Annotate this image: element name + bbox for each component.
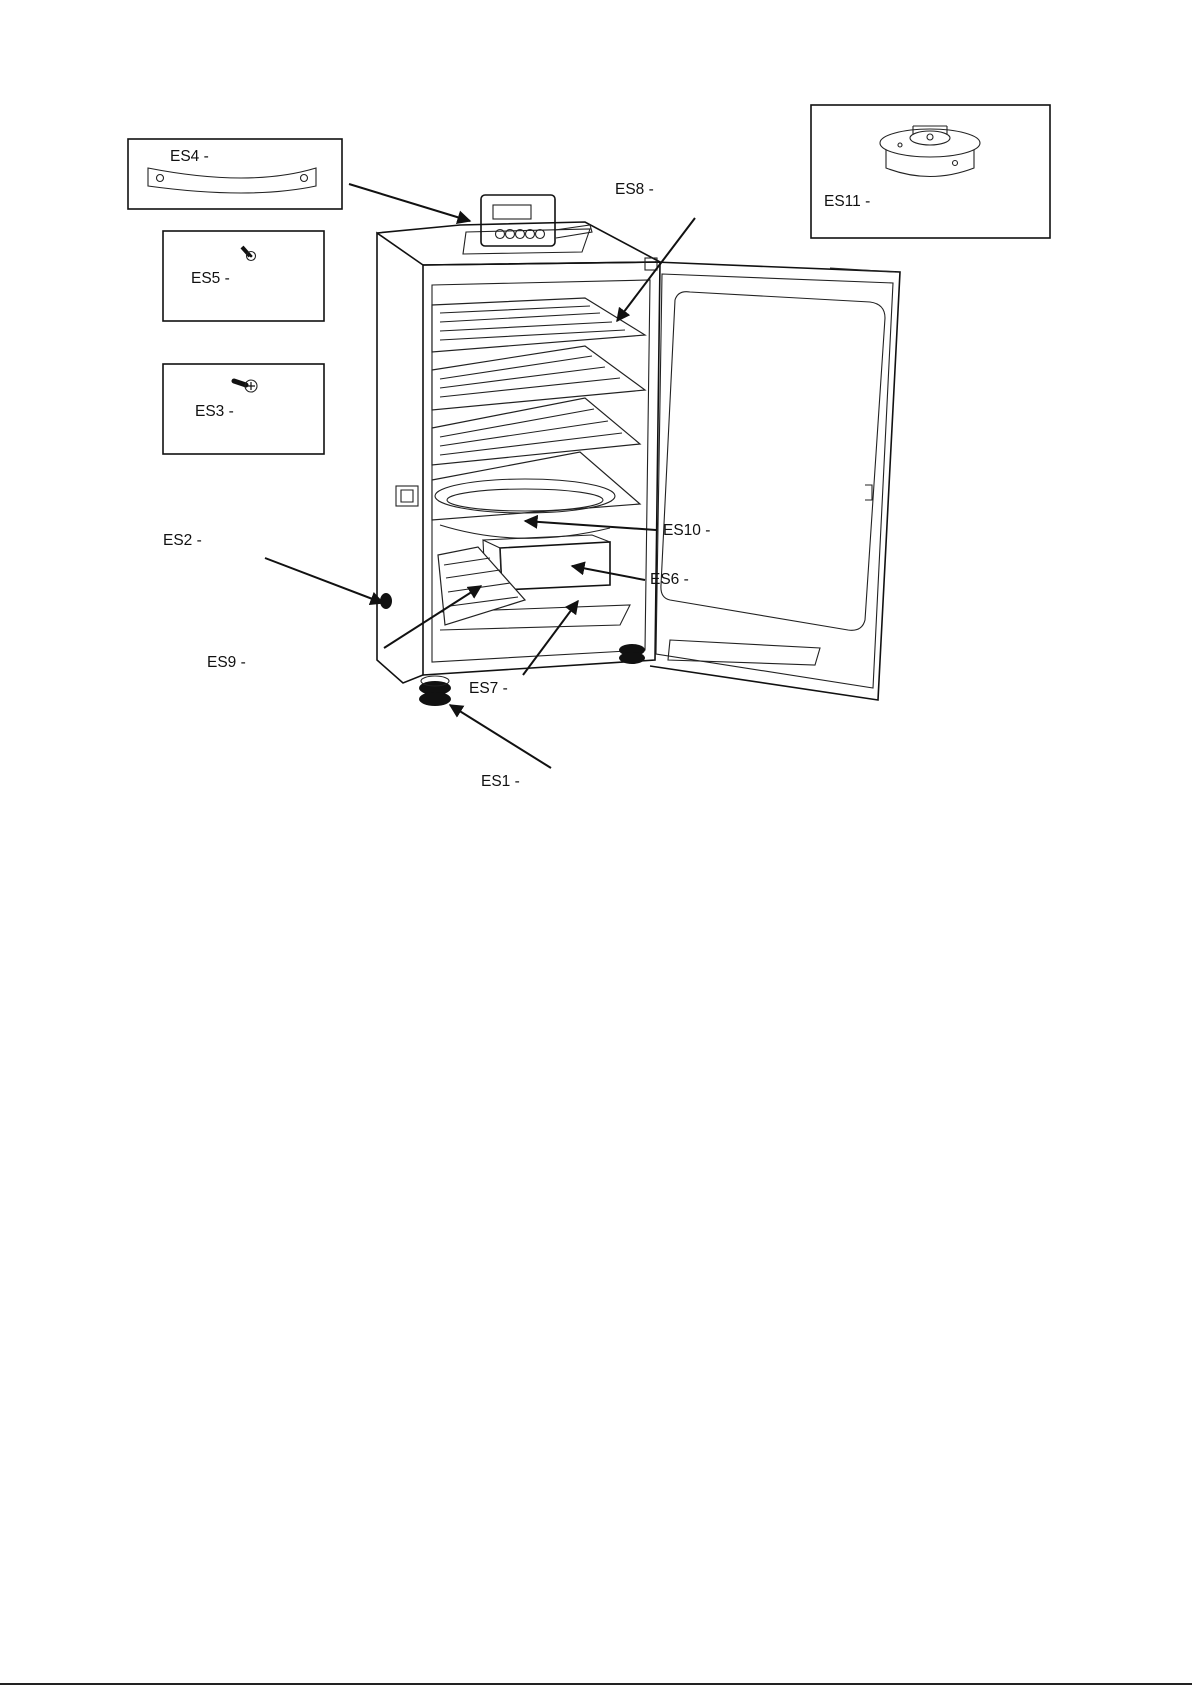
smoker-door [645, 258, 900, 700]
es7-arrow [523, 601, 578, 675]
smoker-feet [380, 593, 645, 706]
es3-label: ES3 - [195, 403, 234, 420]
es10-label: ES10 - [663, 522, 710, 539]
handle-icon [148, 168, 316, 193]
es7-label: ES7 - [469, 680, 508, 697]
es1-label: ES1 - [481, 773, 520, 790]
cooking-racks [432, 298, 645, 630]
es4-label: ES4 - [170, 148, 209, 165]
es11-callout: ES11 - [811, 105, 1050, 238]
es8-arrow [617, 218, 695, 321]
es4-arrow [349, 184, 470, 221]
es10-arrow [525, 521, 656, 530]
es6-arrow [572, 566, 645, 580]
es2-label: ES2 - [163, 532, 202, 549]
large-screw-icon [234, 380, 257, 392]
es11-label: ES11 - [824, 193, 870, 210]
electric-smoker-icon [377, 195, 900, 706]
es2-arrow [265, 558, 383, 603]
es4-callout: ES4 - [128, 139, 342, 209]
es6-label: ES6 - [650, 571, 689, 588]
damper-lid-icon [880, 126, 980, 177]
es3-callout: ES3 - [163, 364, 324, 454]
small-screw-icon [242, 247, 256, 261]
es5-callout: ES5 - [163, 231, 324, 321]
es5-label: ES5 - [191, 270, 230, 287]
es1-arrow [450, 705, 551, 768]
es8-label: ES8 - [615, 181, 654, 198]
es9-label: ES9 - [207, 654, 246, 671]
